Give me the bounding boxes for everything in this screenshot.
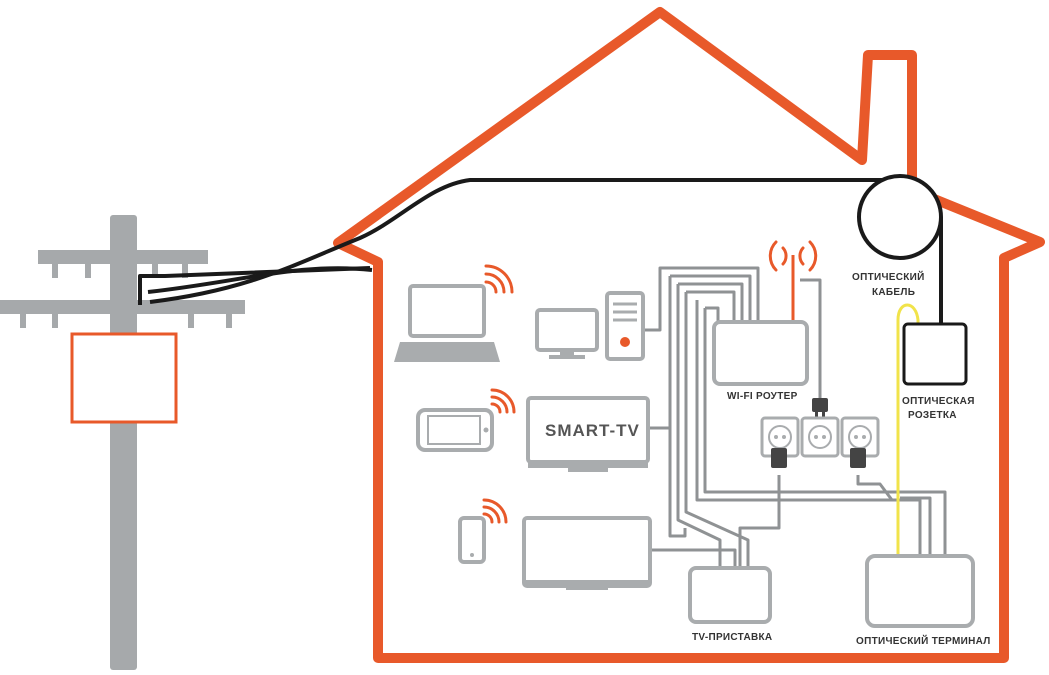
tv-box-label: TV-ПРИСТАВКА [692,632,772,643]
optical-cable-label-1: ОПТИЧЕСКИЙ [852,270,925,283]
wifi-signal-icon [482,498,508,524]
power-plug-icon [812,398,828,420]
wifi-router: WI-FI РОУТЕР [712,240,818,402]
smart-tv-label: SMART-TV [545,421,640,440]
smart-tv: SMART-TV [526,396,650,472]
power-socket-icon [800,416,840,458]
optical-terminal-label: ОПТИЧЕСКИЙ ТЕРМИНАЛ [856,634,991,647]
optical-cable-label-2: КАБЕЛЬ [872,287,915,298]
optical-cable-coil [857,174,943,260]
tv-box: TV-ПРИСТАВКА [688,566,772,643]
optical-socket-label-1: ОПТИЧЕСКАЯ [902,396,975,407]
wifi-signal-icon [484,264,514,294]
network-cables [643,266,947,568]
optical-terminal: ОПТИЧЕСКИЙ ТЕРМИНАЛ [856,554,991,647]
tv-monitor [522,516,652,590]
transformer-box [70,332,178,424]
wifi-router-label: WI-FI РОУТЕР [727,391,798,402]
desktop-icon [535,291,645,361]
optical-socket-label-2: РОЗЕТКА [908,410,957,421]
optical-socket: ОПТИЧЕСКАЯ РОЗЕТКА [902,322,975,421]
incoming-cable [138,178,900,305]
optical-fiber [896,303,920,554]
phone-icon [458,498,508,564]
tablet-icon [416,388,516,452]
utility-pole [0,215,245,670]
router-wifi-signal-icon [768,240,818,272]
wifi-signal-icon [490,388,516,414]
laptop-icon [394,264,514,362]
power-sockets [760,416,880,468]
